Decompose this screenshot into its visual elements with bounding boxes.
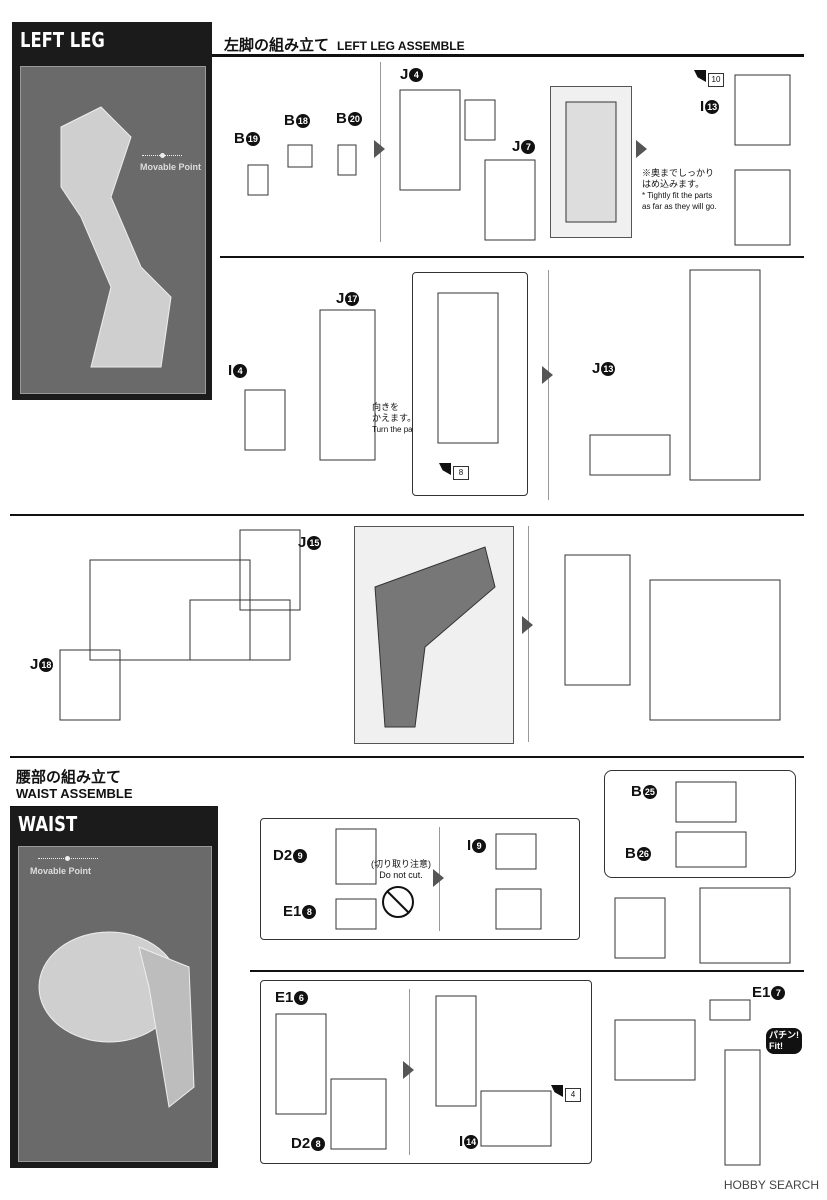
waist-header-rule [10,806,210,807]
waist-panel-title: WAIST [18,812,78,836]
movable-point-label: Movable Point [30,866,92,876]
tool-indicator-10: 10 [694,70,724,87]
left-leg-header-rule [212,54,804,57]
waist-photo [18,846,212,1162]
step-arrow [522,616,533,634]
left-leg-header-jp: 左脚の組み立て [224,36,330,54]
j4-detail-box [550,86,632,238]
left-leg-panel-title: LEFT LEG [20,28,105,52]
i13-parts [734,74,791,246]
movable-dot [65,856,70,861]
j17-i4-parts [244,309,376,461]
do-not-cut-note: (切り取り注意)Do not cut. [371,859,431,880]
waist-header-en: WAIST ASSEMBLE [16,786,133,801]
fit-note: パチン!Fit! [766,1028,802,1054]
step-arrow [374,140,385,158]
left-leg-header-en: LEFT LEG ASSEMBLE [337,39,465,53]
tool-indicator-4: 4 [551,1085,581,1102]
row1-parts [247,144,357,196]
row2-rule [220,256,804,258]
left-leg-photo [20,66,206,394]
tool-indicator-8: 8 [439,463,469,480]
step-arrow [403,1061,414,1079]
waist-assembly-row2 [614,999,761,1166]
footer-watermark: HOBBY SEARCH [723,1178,819,1192]
row3-rule [10,514,804,516]
j15-j18-parts [59,529,301,721]
row3-result-parts [564,554,781,721]
waist-row2-rule [250,970,804,972]
waist-top-rule [10,756,804,758]
left-leg-panel: LEFT LEG Movable Point [12,22,212,400]
row3-detail-box [354,526,514,744]
waist-header-jp: 腰部の組み立て [16,768,122,786]
j4-j7-parts [399,89,536,241]
left-leg-header: 左脚の組み立て LEFT LEG ASSEMBLE [224,34,465,55]
step-arrow [542,366,553,384]
movable-point-label: Movable Point [140,162,202,172]
step-arrow [636,140,647,158]
waist-panel: WAIST Movable Point [10,806,218,1168]
b25-b26-parts [675,781,747,868]
step-arrow [433,869,444,887]
movable-dot [160,153,165,158]
e16-d28-parts [275,1013,387,1150]
d29-e18-parts [335,828,377,930]
waist-figure [38,931,195,1108]
no-cut-icon [382,886,414,918]
row2-separator [548,270,549,500]
turn-detail-box: 8 [412,272,528,496]
i14-parts [435,995,552,1147]
left-leg-figure [60,106,172,368]
i9-parts [495,833,542,930]
turn-parts-note: 向きをかえます。 Turn the parts. [372,402,424,434]
row3-separator [528,526,529,742]
j13-parts [589,269,761,481]
waist-assembly-row1 [614,887,791,964]
